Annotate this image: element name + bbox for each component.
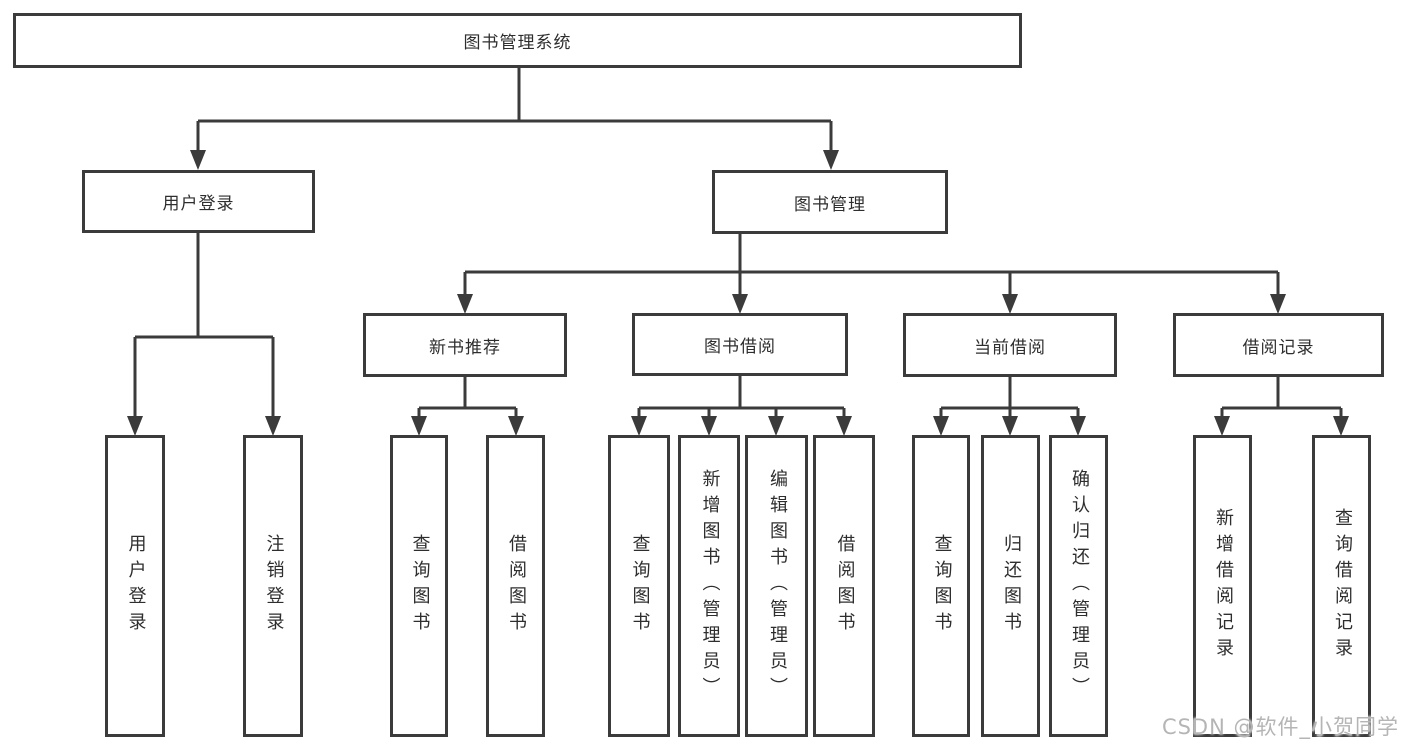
node-borrowing-records: 借阅记录 <box>1173 313 1384 377</box>
leaf-query-books-2: 查询图书 <box>608 435 670 737</box>
leaf-query-books-1: 查询图书 <box>390 435 448 737</box>
leaf-edit-books-admin: 编辑图书（管理员） <box>745 435 808 737</box>
tree-edges <box>133 68 1343 418</box>
node-current-borrowing-label: 当前借阅 <box>974 337 1046 358</box>
leaf-logout: 注销登录 <box>243 435 303 737</box>
node-user-login: 用户登录 <box>82 170 315 233</box>
node-root-label: 图书管理系统 <box>463 33 572 53</box>
leaf-borrow-books-1: 借阅图书 <box>486 435 545 737</box>
node-new-book-recommend-label: 新书推荐 <box>429 337 501 358</box>
leaf-query-borrow-record: 查询借阅记录 <box>1312 435 1371 737</box>
leaf-query-books-1-label: 查询图书 <box>409 534 431 638</box>
node-book-management-label: 图书管理 <box>794 194 866 215</box>
node-book-borrowing: 图书借阅 <box>632 313 848 376</box>
leaf-borrow-books-1-label: 借阅图书 <box>505 534 527 638</box>
leaf-query-borrow-record-label: 查询借阅记录 <box>1331 508 1353 664</box>
node-borrowing-records-label: 借阅记录 <box>1242 337 1315 358</box>
leaf-confirm-return-admin: 确认归还（管理员） <box>1049 435 1108 737</box>
leaf-add-books-admin: 新增图书（管理员） <box>678 435 740 737</box>
node-new-book-recommend: 新书推荐 <box>363 313 567 377</box>
leaf-return-books-label: 归还图书 <box>1000 534 1022 638</box>
leaf-edit-books-admin-label: 编辑图书（管理员） <box>766 469 788 703</box>
leaf-user-login-label: 用户登录 <box>125 534 147 638</box>
leaf-borrow-books-2: 借阅图书 <box>813 435 875 737</box>
leaf-add-borrow-record: 新增借阅记录 <box>1193 435 1252 737</box>
csdn-watermark: CSDN @软件_小贺同学 <box>1161 715 1399 739</box>
arrowheads <box>127 150 1349 436</box>
leaf-logout-label: 注销登录 <box>263 534 285 638</box>
leaf-borrow-books-2-label: 借阅图书 <box>834 534 856 638</box>
leaf-query-books-3: 查询图书 <box>912 435 970 737</box>
node-book-management: 图书管理 <box>712 170 948 234</box>
leaf-confirm-return-admin-label: 确认归还（管理员） <box>1068 469 1090 703</box>
leaf-return-books: 归还图书 <box>981 435 1040 737</box>
leaf-add-borrow-record-label: 新增借阅记录 <box>1212 508 1234 664</box>
leaf-query-books-3-label: 查询图书 <box>931 534 953 638</box>
node-user-login-label: 用户登录 <box>162 194 235 214</box>
node-book-borrowing-label: 图书借阅 <box>704 337 776 357</box>
node-current-borrowing: 当前借阅 <box>903 313 1117 377</box>
leaf-user-login: 用户登录 <box>105 435 165 737</box>
leaf-query-books-2-label: 查询图书 <box>629 534 651 638</box>
leaf-add-books-admin-label: 新增图书（管理员） <box>699 469 721 703</box>
node-root: 图书管理系统 <box>13 13 1022 68</box>
